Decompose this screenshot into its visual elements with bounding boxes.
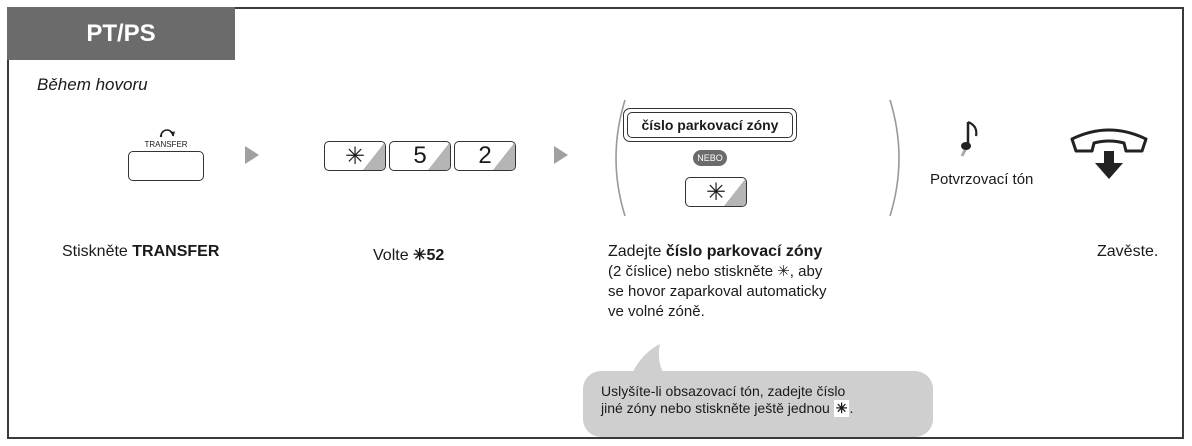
- step5-caption: Zavěste.: [1097, 243, 1159, 260]
- step3-caption: Zadejte číslo parkovací zóny (2 číslice)…: [608, 243, 827, 320]
- music-note-icon: [960, 120, 978, 157]
- transfer-key: [128, 151, 204, 181]
- arrow-2-icon: [554, 146, 568, 164]
- key-star: ✳: [324, 141, 386, 171]
- transfer-key-label: TRANSFER: [144, 140, 188, 149]
- note-star-icon: ✳: [833, 400, 850, 417]
- transfer-arrow-icon: [159, 129, 175, 138]
- parking-zone-key-inner: číslo parkovací zóny: [627, 112, 793, 138]
- step2-caption: Volte ✳52: [373, 247, 445, 264]
- diagram-frame: [7, 7, 1184, 439]
- mode-tab: PT/PS: [7, 7, 235, 60]
- parking-zone-key: číslo parkovací zóny: [623, 108, 797, 142]
- transfer-icon-group: TRANSFER: [128, 125, 204, 185]
- note-line-2: jiné zóny nebo stiskněte ještě jednou ✳.: [601, 400, 854, 417]
- subtitle: Během hovoru: [37, 75, 148, 94]
- arrow-1-icon: [245, 146, 259, 164]
- or-badge: NEBO: [693, 150, 727, 166]
- left-paren-icon: [615, 99, 626, 217]
- key-2: 2: [454, 141, 516, 171]
- parking-zone-key-label: číslo parkovací zóny: [641, 117, 779, 133]
- note-bubble: Uslyšíte-li obsazovací tón, zadejte čísl…: [583, 371, 933, 437]
- tone-label: Potvrzovací tón: [930, 171, 1034, 188]
- step1-caption: Stiskněte TRANSFER: [62, 243, 220, 260]
- note-line-1: Uslyšíte-li obsazovací tón, zadejte čísl…: [601, 383, 846, 399]
- key-5: 5: [389, 141, 451, 171]
- alt-star-key: ✳: [685, 177, 747, 207]
- right-paren-icon: [889, 99, 900, 217]
- bubble-tail-icon: [630, 344, 666, 378]
- handset-hangup-icon: [1070, 128, 1148, 179]
